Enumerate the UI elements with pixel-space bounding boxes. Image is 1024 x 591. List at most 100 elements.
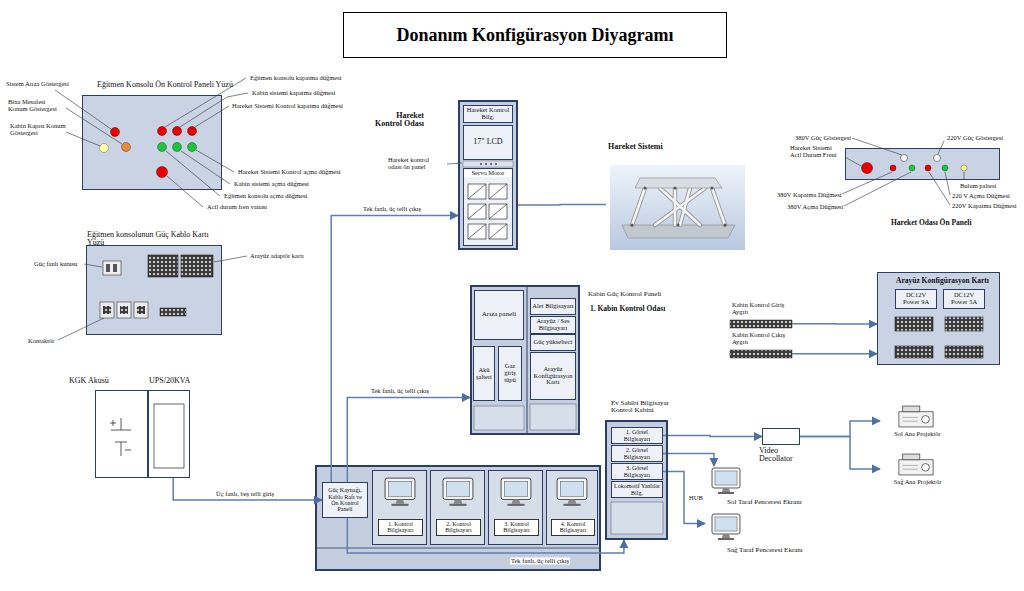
node-heading: Hareket Sistemi — [608, 143, 718, 151]
node-heading: Sağ Taraf Penceresi Ekranı — [727, 547, 817, 554]
ups-art — [95, 390, 190, 478]
callout-label: Hareket Sistemi Kontrol kapatma düğmesi — [232, 102, 343, 109]
node-heading: 3. Kontrol Bilgisayarı — [494, 519, 539, 536]
callout-label: Kontaktör — [28, 337, 54, 344]
title-box: Donanım Konfigürasyon Diyagramı — [343, 12, 727, 58]
panel-box: Arayüz Konfigürasyon KartıDC12V Power 9A… — [877, 272, 1000, 365]
node-heading: Eğitmen Konsolu Ön Kontrol Paneli Yüzü — [97, 81, 235, 89]
motion-platform-illustration — [610, 165, 745, 250]
callout-label: Hareket kontrol odası ön panel — [388, 156, 444, 170]
node-heading: 2. Kontrol Bilgisayarı — [436, 519, 481, 536]
module-box: 17" LCD — [463, 125, 513, 160]
panel-box: Hareket Odası Ön Paneli — [845, 148, 1000, 180]
motion-cabinet-art — [458, 100, 518, 250]
panel-box: KGK Akusü — [95, 390, 148, 478]
module-box: Hareket Kontrol Bilg. — [463, 105, 513, 123]
node-text: Lokomotif Yanlılar Bilg. — [613, 483, 661, 496]
callout-label: Bina Mesafesi Konum Göstergesi — [8, 98, 64, 112]
module-box: Akü şalteri — [473, 346, 495, 401]
connector — [800, 421, 880, 437]
module-box: 3. Görsel Bilgisayarı — [611, 463, 663, 480]
node-heading: Hareket Odası Ön Paneli — [891, 219, 1011, 227]
node-heading: Video Decollator — [759, 447, 795, 464]
node-heading: KGK Akusü — [69, 377, 120, 385]
node-heading: Sağ Ana Projektör — [880, 479, 955, 486]
node-text: DC12V Power 5A — [945, 292, 983, 306]
device-node: Sol Taraf Penceresi Ekranı — [705, 466, 817, 510]
device-node: Hareket Sistemi — [606, 143, 750, 253]
cabinet-frame: Ev Sahibi Bilgisayar Kontrol Kabini1. Gö… — [605, 420, 668, 540]
module-box: 1. Görsel Bilgisayarı — [611, 427, 663, 444]
computer-box: 3. Kontrol Bilgisayarı — [488, 470, 543, 545]
node-text: Hareket Kontrol Bilg. — [465, 107, 511, 121]
callout-label: Acil durum fren vanası — [207, 203, 267, 210]
connector — [663, 472, 705, 524]
node-text: Arayüz / Ses Bilgisayarı — [532, 318, 574, 332]
connector — [663, 454, 714, 467]
connector — [173, 478, 322, 500]
module-box: Arayüz / Ses Bilgisayarı — [530, 316, 576, 334]
module-box: Arıza paneli — [474, 290, 524, 340]
node-heading: 1. Kabin Kontrol Odası — [590, 305, 696, 313]
module-box: Arayüz Konfigürasyon Kartı — [530, 352, 576, 400]
rack-art — [316, 466, 600, 570]
connector-label: Tek fanlı, üç telli çıkış — [362, 205, 422, 212]
callout-label: 220 V Açma Düğmesi — [952, 192, 1010, 199]
node-heading: Arayüz Konfigürasyon Kartı — [896, 277, 996, 285]
node-text: Gaz giriş tüpü — [500, 363, 520, 383]
callout-label: Kabin Kapısı Konum Göstergesi — [10, 122, 66, 136]
node-heading: Ev Sahibi Bilgisayar Kontrol Kabini — [611, 400, 670, 415]
cabinet-frame: Kabin Güç Kontrol Paneli1. Kabin Kontrol… — [470, 285, 580, 435]
connector — [792, 323, 877, 325]
node-text: Güç yükselteci — [534, 339, 573, 346]
node-heading: Hareket Kontrol Odası — [368, 112, 424, 129]
node-text: Güç Kaynağı, Kablo Rafı ve Ön Kontrol Pa… — [324, 487, 366, 512]
node-text: 2. Görsel Bilgisayarı — [613, 447, 661, 460]
cabin-cabinet-art — [470, 285, 580, 435]
node-text: DC12V Power 9A — [897, 292, 935, 306]
console-panel-art — [82, 95, 222, 190]
connector-label: Üç fanlı, beş telli giriş — [215, 490, 275, 497]
connector — [518, 204, 606, 206]
module-box: Gaz giriş tüpü — [498, 346, 522, 401]
power-card-art — [86, 245, 222, 335]
unit-box: Video Decollator — [762, 428, 800, 445]
node-heading: Sol Ana Projektör — [880, 431, 955, 438]
node-heading: Kabin Güç Kontrol Paneli — [588, 291, 694, 298]
callout-label: 220V Güç Göstergesi — [947, 134, 1003, 141]
interface-card-art — [730, 272, 1000, 365]
display-icons — [712, 406, 933, 540]
module-box: Güç Kaynağı, Kablo Rafı ve Ön Kontrol Pa… — [322, 482, 368, 518]
callout-label: Kabin sistemi kapatma düğmesi — [252, 89, 335, 96]
connector-label: Tek fanlı, üç telli çıkış — [370, 387, 430, 394]
node-heading: Sol Taraf Penceresi Ekranı — [727, 499, 817, 506]
node-heading: UPS/20KVA — [149, 377, 189, 385]
callout-label: 380V Kapatma Düğmesi — [777, 191, 842, 198]
node-heading: Kabin Kontrol Giriş Aygıtı — [732, 302, 790, 316]
computer-box: 4. Kontrol Bilgisayarı — [546, 470, 598, 545]
callout-label: 380V Güç Göstergesi — [795, 134, 851, 141]
module-box: Alet Bilgisayarı — [530, 298, 576, 315]
node-heading: Kabin Kontrol Çıkış Aygıtı — [732, 332, 790, 346]
connector — [663, 436, 762, 437]
callout-label: Sistem Arıza Göstergesi — [6, 80, 69, 87]
connector — [331, 216, 458, 483]
cabinet-frame: Hareket Kontrol OdasıHareket Kontrol Bil… — [458, 100, 518, 250]
callout-label: Hareket Sistemi Acil Durum Freni — [790, 144, 844, 158]
host-cabinet-art — [605, 420, 668, 540]
device-node: Sağ Ana Projektör — [880, 450, 955, 492]
callout-label: Eğitmen konsolu kapatma düğmesi — [250, 74, 342, 81]
computer-box: 1. Kontrol Bilgisayarı — [372, 470, 427, 545]
node-text: Arıza paneli — [482, 311, 516, 318]
node-text: 3. Görsel Bilgisayarı — [613, 465, 661, 478]
node-text: Akü şalteri — [475, 367, 493, 381]
callout-label: 380V Açma Düğmesi — [787, 203, 843, 210]
connector — [347, 518, 624, 553]
device-node: Kabin Kontrol Giriş Aygıtı — [728, 302, 792, 330]
callout-label: Güç fanlı kutusu — [34, 260, 77, 267]
module-box: 2. Görsel Bilgisayarı — [611, 445, 663, 462]
callout-label: HUB — [689, 494, 703, 501]
node-heading: 1. Kontrol Bilgisayarı — [378, 519, 423, 536]
connector-label: Tek fanlı, üç telli çıkış — [510, 557, 570, 564]
title-text: Donanım Konfigürasyon Diyagramı — [396, 25, 673, 46]
